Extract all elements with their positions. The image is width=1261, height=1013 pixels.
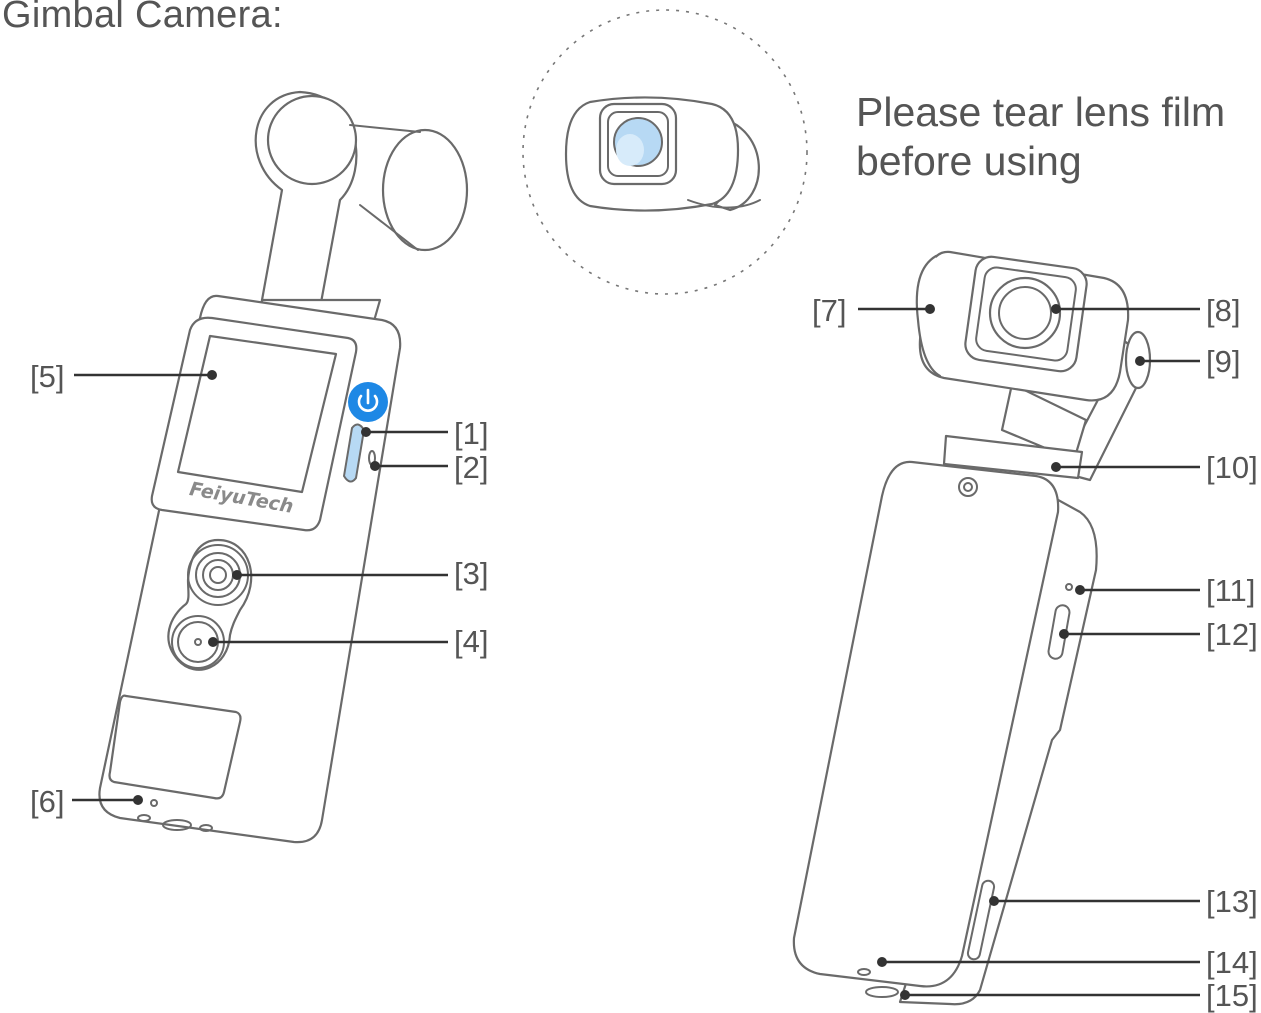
reset-hole: [1065, 583, 1073, 591]
callout-label-14: [14]: [1206, 945, 1258, 980]
callout-label-2: [2]: [454, 450, 488, 485]
screw-hole-icon: [958, 477, 978, 497]
lens-film-note: Please tear lens film before using: [856, 88, 1225, 186]
front-camera-head: [381, 128, 469, 252]
diagram-heading: Gimbal Camera:: [2, 0, 283, 36]
callout-labels: [1] [2] [3] [4] [5] [6] [7] [8] [9] [10]…: [30, 293, 1258, 1013]
lens-film-note-line-2: before using: [856, 138, 1082, 184]
roll-motor: [915, 254, 942, 378]
callout-label-15: [15]: [1206, 978, 1258, 1013]
front-touch-screen: [176, 334, 338, 494]
front-lower-panel: [108, 694, 242, 800]
function-switch[interactable]: [342, 423, 366, 483]
callout-label-4: [4]: [454, 624, 488, 659]
callout-lines: [72, 304, 1200, 1000]
callout-label-3: [3]: [454, 556, 488, 591]
front-view-camera: FeiyuTech: [98, 90, 469, 844]
back-microphone: [857, 968, 871, 976]
tf-card-slot: [966, 879, 996, 961]
back-body-front: [792, 460, 1060, 988]
callout-label-12: [12]: [1206, 617, 1258, 652]
callout-label-5: [5]: [30, 359, 64, 394]
callout-label-9: [9]: [1206, 344, 1240, 379]
callout-label-11: [11]: [1206, 573, 1255, 608]
front-gimbal-ring: [266, 94, 358, 186]
callout-label-1: [1]: [454, 416, 488, 451]
back-view-camera: [792, 250, 1152, 1006]
power-icon: [348, 382, 388, 422]
pan-collar: [942, 434, 1084, 480]
back-lens: [998, 286, 1052, 340]
zoom-circle: [522, 9, 808, 295]
back-lens-ring: [988, 276, 1062, 350]
callout-label-10: [10]: [1206, 450, 1258, 485]
lens-zoom-inset: [522, 9, 808, 295]
callout-label-13: [13]: [1206, 884, 1258, 919]
lens-film-note-line-1: Please tear lens film: [856, 89, 1226, 135]
callout-label-8: [8]: [1206, 293, 1240, 328]
front-bottom-mount: [162, 819, 192, 831]
callout-label-6: [6]: [30, 784, 64, 819]
front-microphone-hole: [150, 799, 158, 807]
callout-label-7: [7]: [812, 293, 846, 328]
back-bottom-mount: [865, 986, 899, 998]
